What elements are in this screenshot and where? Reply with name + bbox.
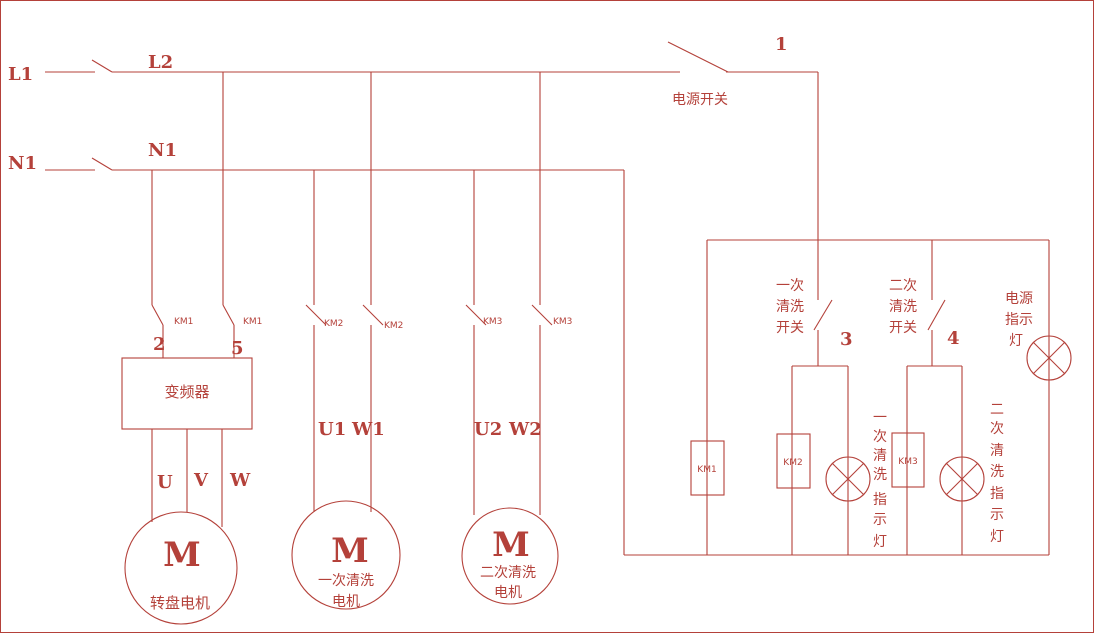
coil-km3 <box>891 432 925 488</box>
wash2-lamp-label: 灯 <box>990 529 1004 545</box>
power-lamp-label: 电源 <box>1005 291 1033 307</box>
contact-label: KM2 <box>384 321 403 331</box>
vfd-input-left-label: 2 <box>153 334 166 355</box>
coil-km1 <box>690 440 725 496</box>
motor-label: 转盘电机 <box>150 594 210 612</box>
terminal-w2: W2 <box>508 419 542 440</box>
wash2-lamp-label: 洗 <box>990 464 1004 480</box>
contact-label: KM2 <box>324 319 343 329</box>
power-lamp-label: 灯 <box>1009 333 1023 349</box>
contact-label: KM3 <box>483 317 502 327</box>
wash2-lamp-label: 示 <box>990 507 1004 523</box>
l2-label: L2 <box>148 52 173 73</box>
vfd-block: 变频器 <box>121 357 253 527</box>
motor-first-wash: M 一次清洗 电机 <box>291 500 401 610</box>
motor-label-line1: 一次清洗 <box>318 573 374 589</box>
wash1-switch-label: 清洗 <box>776 299 804 315</box>
motor-symbol: M <box>163 535 201 575</box>
motor-label-line2: 电机 <box>332 594 360 610</box>
wash1-lamp-label: 清 <box>873 448 887 464</box>
line-labels: L1 L2 N1 N1 1 电源开关 2 5 U V W U1 W1 U2 W2 <box>8 34 788 493</box>
vfd-input-right-label: 5 <box>231 338 244 359</box>
terminal-w1: W1 <box>351 419 385 440</box>
n1-left-label: N1 <box>8 153 37 174</box>
contact-label: KM3 <box>553 317 572 327</box>
wash2-switch-blade <box>927 299 946 331</box>
coil-label: KM1 <box>697 465 716 475</box>
node-4-label: 4 <box>947 328 960 349</box>
power-switch-blade <box>667 41 729 73</box>
power-lamp-label: 指示 <box>1005 312 1033 328</box>
wash2-lamp-label: 清 <box>990 443 1004 459</box>
coil-label: KM2 <box>783 458 802 468</box>
terminal-u1: U1 <box>318 419 346 440</box>
motor-symbol: M <box>331 531 369 571</box>
wash1-lamp-label: 指 <box>873 492 887 508</box>
vfd-label: 变频器 <box>164 383 209 401</box>
n1-bus-label: N1 <box>148 140 177 161</box>
contact-label: KM1 <box>174 317 193 327</box>
wash1-lamp-label: 示 <box>873 512 887 528</box>
terminal-u2: U2 <box>474 419 502 440</box>
n1-switch-blade <box>91 157 113 171</box>
l1-label: L1 <box>8 64 33 85</box>
node-1-label: 1 <box>775 34 788 55</box>
wash1-lamp-label: 次 <box>873 429 887 445</box>
wash1-lamp-label: 灯 <box>873 534 887 550</box>
wash2-switch-label: 清洗 <box>889 299 917 315</box>
coil-label: KM3 <box>898 457 917 467</box>
vfd-output-v: V <box>193 470 209 491</box>
wash1-indicator-lamp-icon <box>825 456 871 502</box>
main-power-lines <box>45 41 1049 556</box>
wash2-switch-label: 二次 <box>889 278 917 294</box>
vfd-output-w: W <box>229 470 251 491</box>
wash1-switch-blade <box>813 299 833 331</box>
motor-symbol: M <box>492 525 530 565</box>
contact-label: KM1 <box>243 317 262 327</box>
wash1-switch-label: 一次 <box>776 278 804 294</box>
power-indicator-lamp-icon <box>1026 335 1072 381</box>
motor-label-line1: 二次清洗 <box>480 565 536 581</box>
motor-label-line2: 电机 <box>494 585 522 601</box>
node-3-label: 3 <box>840 329 853 350</box>
wash2-indicator-lamp-icon <box>939 456 985 502</box>
motor-second-wash: M 二次清洗 电机 <box>461 507 559 605</box>
coil-km2 <box>776 433 811 489</box>
wash2-switch-label: 开关 <box>889 320 917 336</box>
branch-wires <box>151 72 553 515</box>
vfd-output-u: U <box>157 472 173 493</box>
motor-turntable: M 转盘电机 <box>124 511 238 625</box>
power-switch-label: 电源开关 <box>672 92 728 108</box>
wash2-lamp-label: 二 <box>990 402 1004 418</box>
wash1-switch-label: 开关 <box>776 320 804 336</box>
wash1-lamp-label: 洗 <box>873 467 887 483</box>
control-circuit: KM1 KM2 KM3 一次 清洗 开关 3 二次 清洗 <box>690 239 1072 555</box>
wash1-lamp-label: 一 <box>873 410 887 426</box>
l1-switch-blade <box>91 59 113 73</box>
wash2-lamp-label: 指 <box>990 486 1004 502</box>
wash2-lamp-label: 次 <box>990 421 1004 437</box>
contact-labels: KM1 KM1 KM2 KM2 KM3 KM3 <box>174 317 572 331</box>
